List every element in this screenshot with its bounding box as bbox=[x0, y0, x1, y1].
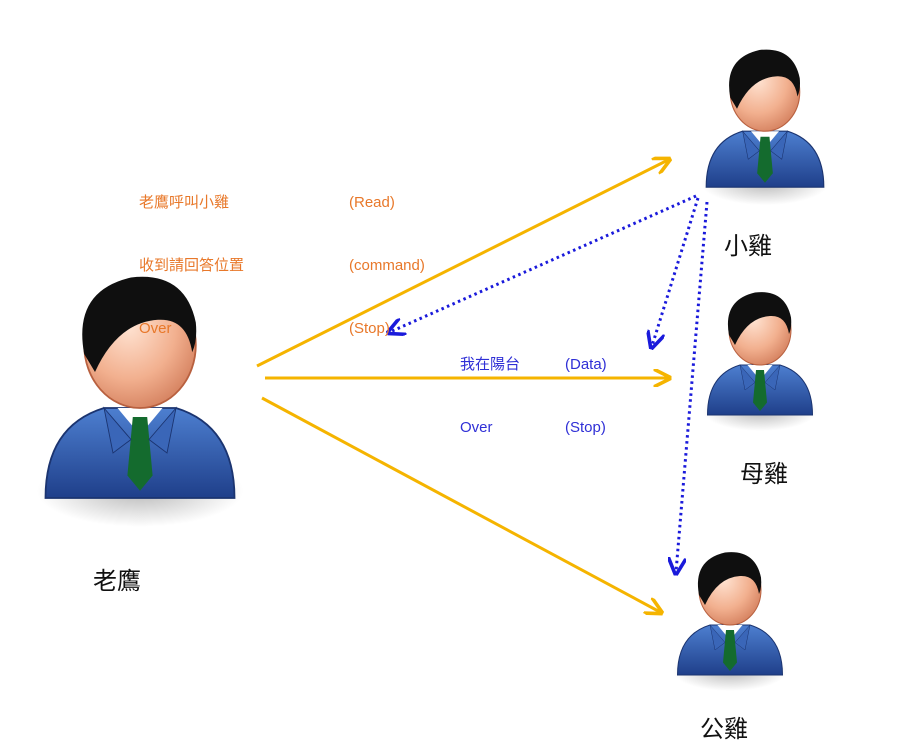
rooster-label: 公雞 bbox=[700, 715, 748, 743]
arrow-eagle-to-rooster bbox=[261, 396, 660, 612]
command-tag: (Stop) bbox=[349, 320, 390, 337]
chick-person-icon bbox=[700, 49, 830, 206]
rooster-person-icon bbox=[672, 551, 788, 692]
hen-person-icon bbox=[702, 291, 818, 432]
dotted-arrow-chick-to-hen bbox=[652, 197, 700, 346]
eagle-label: 老鷹 bbox=[93, 567, 141, 595]
dotted-arrow-chick-to-eagle bbox=[390, 194, 697, 332]
command-line: Over bbox=[139, 320, 172, 337]
command-line: 老鷹呼叫小雞 bbox=[139, 194, 230, 211]
command-message: 老鷹呼叫小雞 收到請回答位置 Over bbox=[139, 150, 244, 360]
command-tag: (command) bbox=[349, 257, 425, 274]
arrow-eagle-to-chick bbox=[256, 160, 668, 368]
response-message: 我在陽台 Over bbox=[460, 312, 520, 459]
command-line: 收到請回答位置 bbox=[139, 257, 245, 274]
response-tags: (Data) (Stop) bbox=[565, 312, 607, 459]
command-tags: (Read) (command) (Stop) bbox=[349, 150, 425, 360]
dotted-arrow-chick-to-rooster bbox=[676, 201, 709, 572]
hen-label: 母雞 bbox=[740, 460, 788, 488]
response-line: Over bbox=[460, 419, 493, 436]
response-line: 我在陽台 bbox=[460, 356, 521, 373]
response-tag: (Data) bbox=[565, 356, 607, 373]
response-tag: (Stop) bbox=[565, 419, 606, 436]
command-tag: (Read) bbox=[349, 194, 395, 211]
chick-label: 小雞 bbox=[724, 232, 772, 260]
